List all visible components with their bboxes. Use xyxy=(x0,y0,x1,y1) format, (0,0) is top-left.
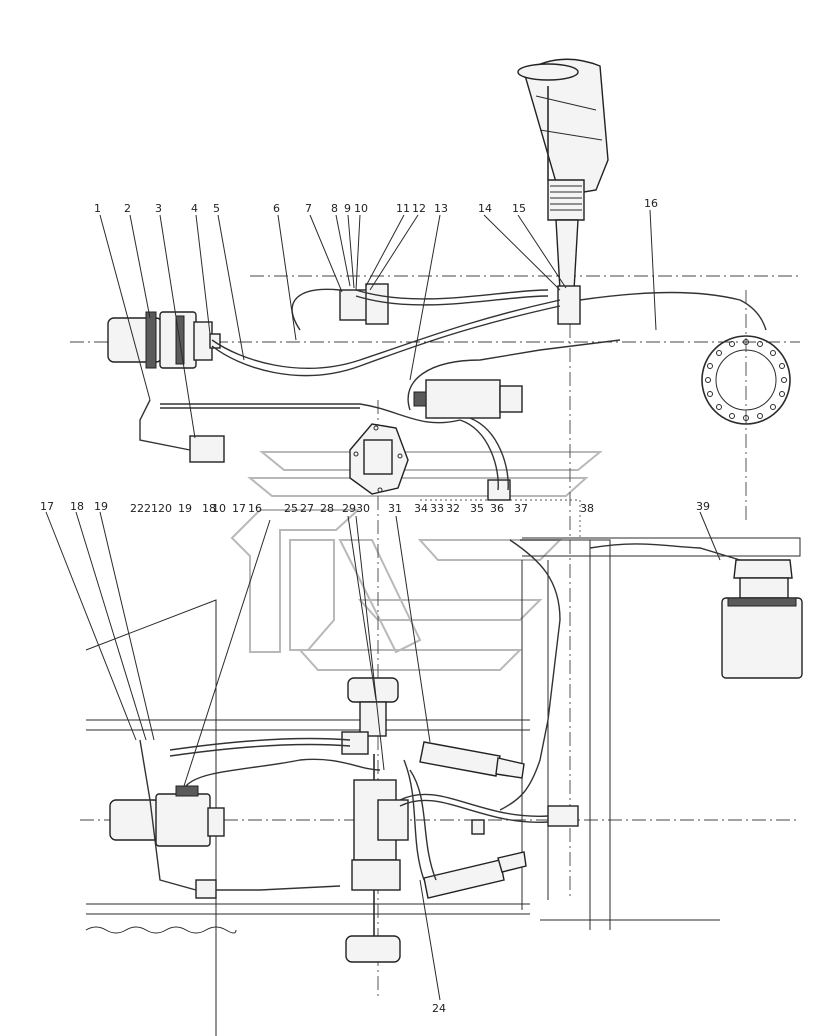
callout-label: 14 xyxy=(478,202,492,215)
callout-label-far-left: 10 xyxy=(212,502,226,515)
right-motor xyxy=(721,559,803,679)
callout-label: 5 xyxy=(213,202,220,215)
watermark-logo xyxy=(230,451,603,671)
callout-label: 11 xyxy=(396,202,410,215)
callout-label: 2 xyxy=(124,202,131,215)
callout-label: 13 xyxy=(434,202,448,215)
callout-label: 12 xyxy=(412,202,426,215)
callout-label: 36 xyxy=(490,502,504,515)
callout-labels-left: 17 18 19 xyxy=(40,500,108,513)
callout-label: 29 xyxy=(342,502,356,515)
callout-label: 6 xyxy=(273,202,280,215)
bottom-axle xyxy=(341,677,409,963)
callout-label: 20 xyxy=(158,502,172,515)
callout-label: 31 xyxy=(388,502,402,515)
callout-label: 7 xyxy=(305,202,312,215)
callout-label: 4 xyxy=(191,202,198,215)
pump-motor-bottom xyxy=(109,785,225,899)
callout-label: 16 xyxy=(644,197,658,210)
callout-labels-top: 1 2 3 4 5 6 7 8 9 10 11 12 13 14 15 16 xyxy=(94,197,658,215)
callout-label: 25 xyxy=(284,502,298,515)
callout-label: 37 xyxy=(514,502,528,515)
steering-column xyxy=(517,58,609,325)
callout-label: 27 xyxy=(300,502,314,515)
hydraulic-hoses xyxy=(139,288,767,891)
centre-lines xyxy=(70,60,800,1000)
callout-label: 33 xyxy=(430,502,444,515)
callout-label: 38 xyxy=(580,502,594,515)
callout-label: 8 xyxy=(331,202,338,215)
callout-label: 17 xyxy=(232,502,246,515)
callout-label: 15 xyxy=(512,202,526,215)
valve-blocks-top xyxy=(189,283,523,501)
leader-lines xyxy=(45,209,721,1001)
callout-label: 19 xyxy=(94,500,108,513)
flange-ring xyxy=(349,423,409,495)
frame-outline xyxy=(85,499,801,1036)
callout-label: 32 xyxy=(446,502,460,515)
callout-labels-mid: 22 21 20 19 18 17 16 25 27 28 29 30 31 3… xyxy=(130,502,594,515)
slewing-ring xyxy=(701,335,791,425)
pump-motor-top xyxy=(107,311,221,369)
callout-label: 3 xyxy=(155,202,162,215)
callout-label: 17 xyxy=(40,500,54,513)
callout-label: 19 xyxy=(178,502,192,515)
callout-label: 18 xyxy=(70,500,84,513)
callout-label: 9 xyxy=(344,202,351,215)
callout-label-bottom: 24 xyxy=(432,1002,446,1015)
callout-label: 34 xyxy=(414,502,428,515)
hydraulic-cylinders xyxy=(419,741,579,899)
callout-label: 18 xyxy=(202,502,216,515)
callout-label: 21 xyxy=(144,502,158,515)
callout-label: 22 xyxy=(130,502,144,515)
callout-label: 10 xyxy=(354,202,368,215)
callout-label: 35 xyxy=(470,502,484,515)
callout-label: 28 xyxy=(320,502,334,515)
callout-label: 16 xyxy=(248,502,262,515)
callout-label: 30 xyxy=(356,502,370,515)
callout-label-right: 39 xyxy=(696,500,710,513)
callout-label: 1 xyxy=(94,202,101,215)
